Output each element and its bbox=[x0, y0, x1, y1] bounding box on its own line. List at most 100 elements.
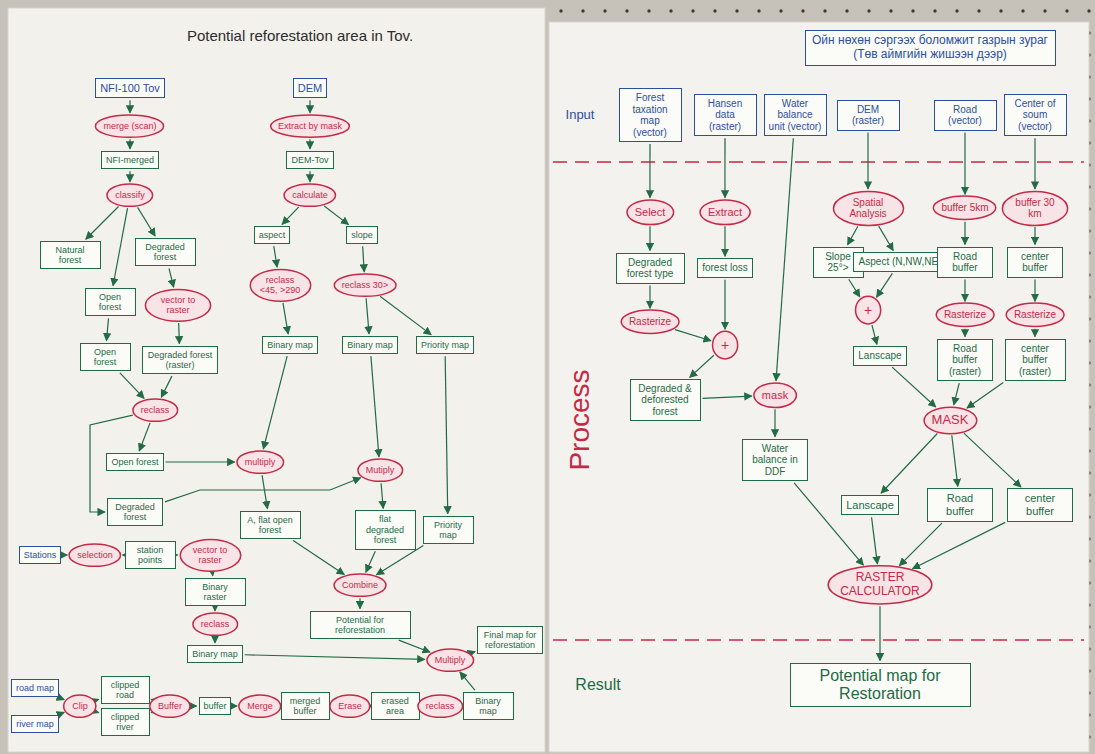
ellipse-shape bbox=[180, 539, 240, 571]
flow-arrow bbox=[129, 171, 130, 182]
node-text: RASTER CALCULATOR bbox=[835, 571, 925, 599]
data-box: Potential for reforestation bbox=[310, 611, 411, 640]
flow-arrow bbox=[399, 640, 430, 652]
data-box: Binary map bbox=[463, 692, 514, 721]
node-text: Rasterize bbox=[629, 316, 671, 328]
flow-arrow bbox=[724, 226, 725, 256]
data-box: Binary map bbox=[262, 336, 318, 354]
flow-arrow bbox=[1034, 138, 1035, 189]
process-ellipse: RASTER CALCULATOR bbox=[826, 564, 934, 606]
node-text: Road buffer bbox=[942, 251, 988, 274]
process-ellipse: Extract bbox=[699, 199, 751, 226]
node-text: erased area bbox=[376, 696, 415, 717]
flow-arrow bbox=[675, 330, 711, 341]
ellipse-shape bbox=[700, 200, 750, 225]
node-text: NFI-100 Tov bbox=[100, 82, 160, 95]
ellipse-shape bbox=[133, 399, 178, 421]
ellipse-shape bbox=[69, 544, 120, 566]
ellipse-shape bbox=[250, 269, 310, 301]
flow-arrow bbox=[649, 144, 650, 198]
flow-arrow bbox=[879, 226, 893, 250]
flow-arrow bbox=[274, 246, 277, 267]
node-text: clipped road bbox=[106, 680, 145, 701]
node-text: Rasterize bbox=[1014, 309, 1056, 321]
flow-arrow bbox=[245, 655, 425, 660]
flow-arrow bbox=[872, 325, 877, 344]
ellipse-shape bbox=[334, 274, 396, 296]
data-box: center buffer bbox=[1007, 488, 1073, 521]
node-text: Degraded forest (raster) bbox=[147, 350, 213, 371]
flow-arrow bbox=[214, 637, 215, 643]
section-label: Result bbox=[575, 676, 620, 694]
node-text: selection bbox=[77, 550, 113, 560]
flow-arrow bbox=[952, 435, 958, 486]
node-text: Binary map bbox=[192, 649, 238, 659]
node-text: Lanscape bbox=[858, 350, 901, 362]
flow-arrow bbox=[867, 133, 868, 189]
flow-arrow bbox=[60, 698, 64, 700]
ellipse-shape bbox=[833, 191, 903, 225]
flow-arrow bbox=[460, 672, 475, 690]
process-ellipse: vector to raster bbox=[144, 288, 212, 323]
dashed-divider bbox=[553, 639, 1084, 641]
flow-arrow bbox=[376, 545, 423, 574]
data-box: forest loss bbox=[697, 258, 753, 278]
node-text: vector to raster bbox=[188, 545, 233, 566]
input-box: Stations bbox=[19, 546, 62, 564]
node-text: MASK bbox=[932, 413, 969, 428]
data-box: Binary raster bbox=[185, 578, 246, 607]
process-ellipse: Buffer bbox=[149, 694, 191, 718]
process-ellipse: classify bbox=[106, 183, 154, 207]
node-text: station points bbox=[130, 545, 171, 566]
data-box: Potential map for Restoration bbox=[790, 663, 971, 708]
node-text: Water balance unit (vector) bbox=[769, 98, 822, 133]
process-ellipse: reclass <45, >290 bbox=[249, 268, 312, 303]
flow-arrow bbox=[129, 100, 130, 112]
flow-arrow bbox=[1034, 227, 1035, 244]
node-text: Clip bbox=[72, 701, 88, 711]
node-text: buffer bbox=[204, 701, 227, 711]
data-box: Open forest bbox=[106, 453, 163, 471]
flow-arrow bbox=[324, 206, 348, 225]
flow-arrow bbox=[113, 208, 127, 286]
flow-arrow bbox=[366, 551, 375, 572]
data-box: A, flat open forest bbox=[240, 511, 301, 540]
node-text: DEM bbox=[298, 82, 322, 95]
node-text: Open forest bbox=[85, 347, 126, 368]
node-text: Erase bbox=[338, 701, 362, 711]
node-text: Degraded forest type bbox=[621, 257, 680, 280]
data-box: clipped river bbox=[101, 708, 150, 737]
node-text: mask bbox=[762, 389, 788, 402]
node-text: buffer 30 km bbox=[1010, 197, 1060, 220]
flow-arrow bbox=[848, 226, 858, 245]
flow-arrow bbox=[776, 138, 793, 381]
ellipse-shape bbox=[271, 115, 350, 137]
flow-arrow bbox=[151, 699, 152, 700]
node-text: reclass <45, >290 bbox=[258, 275, 303, 296]
node-text: Multiply bbox=[435, 655, 466, 665]
data-box: NFI-merged bbox=[101, 151, 159, 169]
flow-arrow bbox=[192, 705, 196, 706]
data-box: buffer bbox=[199, 697, 232, 715]
data-box: DEM-Tov bbox=[286, 151, 333, 169]
node-text: merge (scan) bbox=[103, 121, 156, 131]
flow-arrow bbox=[129, 139, 130, 149]
process-ellipse: Multiply bbox=[426, 648, 475, 672]
flow-arrow bbox=[178, 323, 180, 344]
node-text: Final map for reforestation bbox=[482, 630, 538, 651]
process-ellipse: Clip bbox=[63, 694, 97, 718]
process-ellipse: reclass bbox=[417, 694, 464, 718]
flow-arrow bbox=[964, 222, 965, 245]
node-text: Road buffer (raster) bbox=[942, 343, 988, 378]
node-text: Open forest bbox=[90, 292, 131, 313]
process-ellipse: reclass bbox=[132, 398, 179, 422]
data-box: Water balance in DDF bbox=[742, 439, 808, 482]
node-text: center buffer (raster) bbox=[1010, 343, 1061, 378]
ellipse-shape bbox=[1006, 303, 1064, 326]
ellipse-shape bbox=[754, 383, 797, 408]
input-box: Hansen data (raster) bbox=[694, 94, 757, 137]
node-text: Stations bbox=[24, 550, 57, 560]
flow-arrow bbox=[872, 517, 878, 564]
flow-arrow bbox=[649, 226, 650, 250]
flow-arrow bbox=[881, 433, 937, 493]
